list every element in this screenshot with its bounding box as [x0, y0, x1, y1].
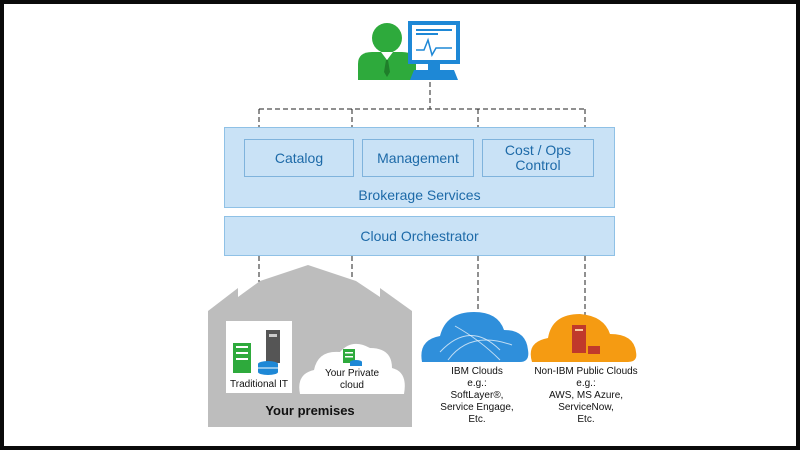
private-cloud-label-line2: cloud — [340, 380, 364, 391]
person-icon — [358, 23, 416, 80]
management-box: Management — [362, 139, 474, 177]
non-ibm-clouds-text: Non-IBM Public Clouds e.g.: AWS, MS Azur… — [528, 366, 644, 426]
cost-ops-label-line1: Cost / Ops — [504, 142, 572, 158]
ibm-clouds-text: IBM Clouds e.g.: SoftLayer®, Service Eng… — [422, 366, 532, 426]
management-label: Management — [377, 149, 459, 166]
ibm-clouds-line: Etc. — [468, 414, 486, 425]
private-cloud-shape — [299, 343, 405, 394]
database-icon — [258, 361, 278, 375]
cloud-orchestrator-bar — [224, 216, 615, 256]
non-ibm-clouds-line: ServiceNow, — [558, 402, 614, 413]
brokerage-services-label: Brokerage Services — [358, 187, 481, 203]
catalog-box: Catalog — [244, 139, 354, 177]
non-ibm-clouds-line: Non-IBM Public Clouds — [534, 366, 638, 377]
ibm-clouds-line: SoftLayer®, — [450, 390, 504, 401]
ibm-cloud-icon — [421, 312, 529, 362]
your-premises-label: Your premises — [265, 403, 355, 418]
private-cloud-label-line1: Your Private — [324, 368, 380, 379]
ibm-clouds-line: e.g.: — [467, 378, 487, 389]
ibm-clouds-line: IBM Clouds — [451, 366, 503, 377]
monitor-icon — [408, 21, 460, 80]
private-cloud-server-icon — [343, 349, 362, 366]
cost-ops-control-box: Cost / Ops Control — [482, 139, 594, 177]
non-ibm-clouds-line: AWS, MS Azure, — [548, 390, 624, 401]
non-ibm-cloud-icon — [530, 314, 637, 362]
traditional-it-label: Traditional IT — [230, 379, 288, 390]
non-ibm-clouds-line: e.g.: — [576, 378, 596, 389]
ibm-clouds-line: Service Engage, — [440, 402, 514, 413]
cloud-orchestrator-label: Cloud Orchestrator — [360, 228, 479, 244]
non-ibm-clouds-line: Etc. — [577, 414, 595, 425]
catalog-label: Catalog — [274, 149, 324, 166]
server-rack-icon — [233, 330, 280, 373]
cost-ops-label-line2: Control — [515, 157, 561, 173]
